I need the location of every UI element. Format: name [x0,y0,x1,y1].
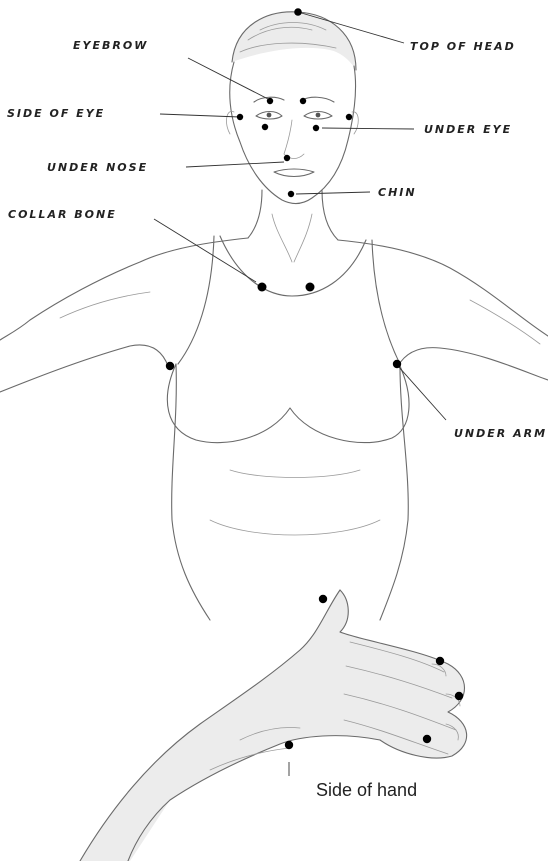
point-under-eye-right [313,125,319,131]
point-under-arm-right [393,360,401,368]
leader-chin [296,192,370,194]
leader-under-arm [398,366,446,420]
label-chin: CHIN [378,186,417,199]
point-ring-finger [423,735,431,743]
point-thumb [319,595,327,603]
label-under-nose: UNDER NOSE [47,161,148,174]
label-top-of-head: TOP OF HEAD [410,40,516,53]
point-side-of-hand [285,741,293,749]
leader-collar-bone [154,219,256,282]
label-eyebrow: EYEBROW [73,39,148,52]
point-under-eye-left [262,124,268,130]
point-collar-bone-right [306,283,315,292]
leader-under-eye [322,128,414,129]
point-under-arm-left [166,362,174,370]
point-under-nose [284,155,290,161]
label-side-of-eye: SIDE OF EYE [7,107,105,120]
leader-under-nose [186,162,284,167]
point-side-of-eye-right [346,114,352,120]
label-collar-bone: COLLAR BONE [8,208,117,221]
point-chin [288,191,294,197]
point-index-finger [436,657,444,665]
label-side-of-hand: Side of hand [316,780,417,800]
leader-eyebrow [188,58,270,100]
label-under-eye: UNDER EYE [424,123,512,136]
point-side-of-eye-left [237,114,243,120]
point-top-of-head [294,8,302,16]
point-eyebrow-right [300,98,306,104]
point-collar-bone-left [258,283,267,292]
label-under-arm: UNDER ARM [454,427,547,440]
point-middle-finger [455,692,463,700]
point-eyebrow-left [267,98,273,104]
